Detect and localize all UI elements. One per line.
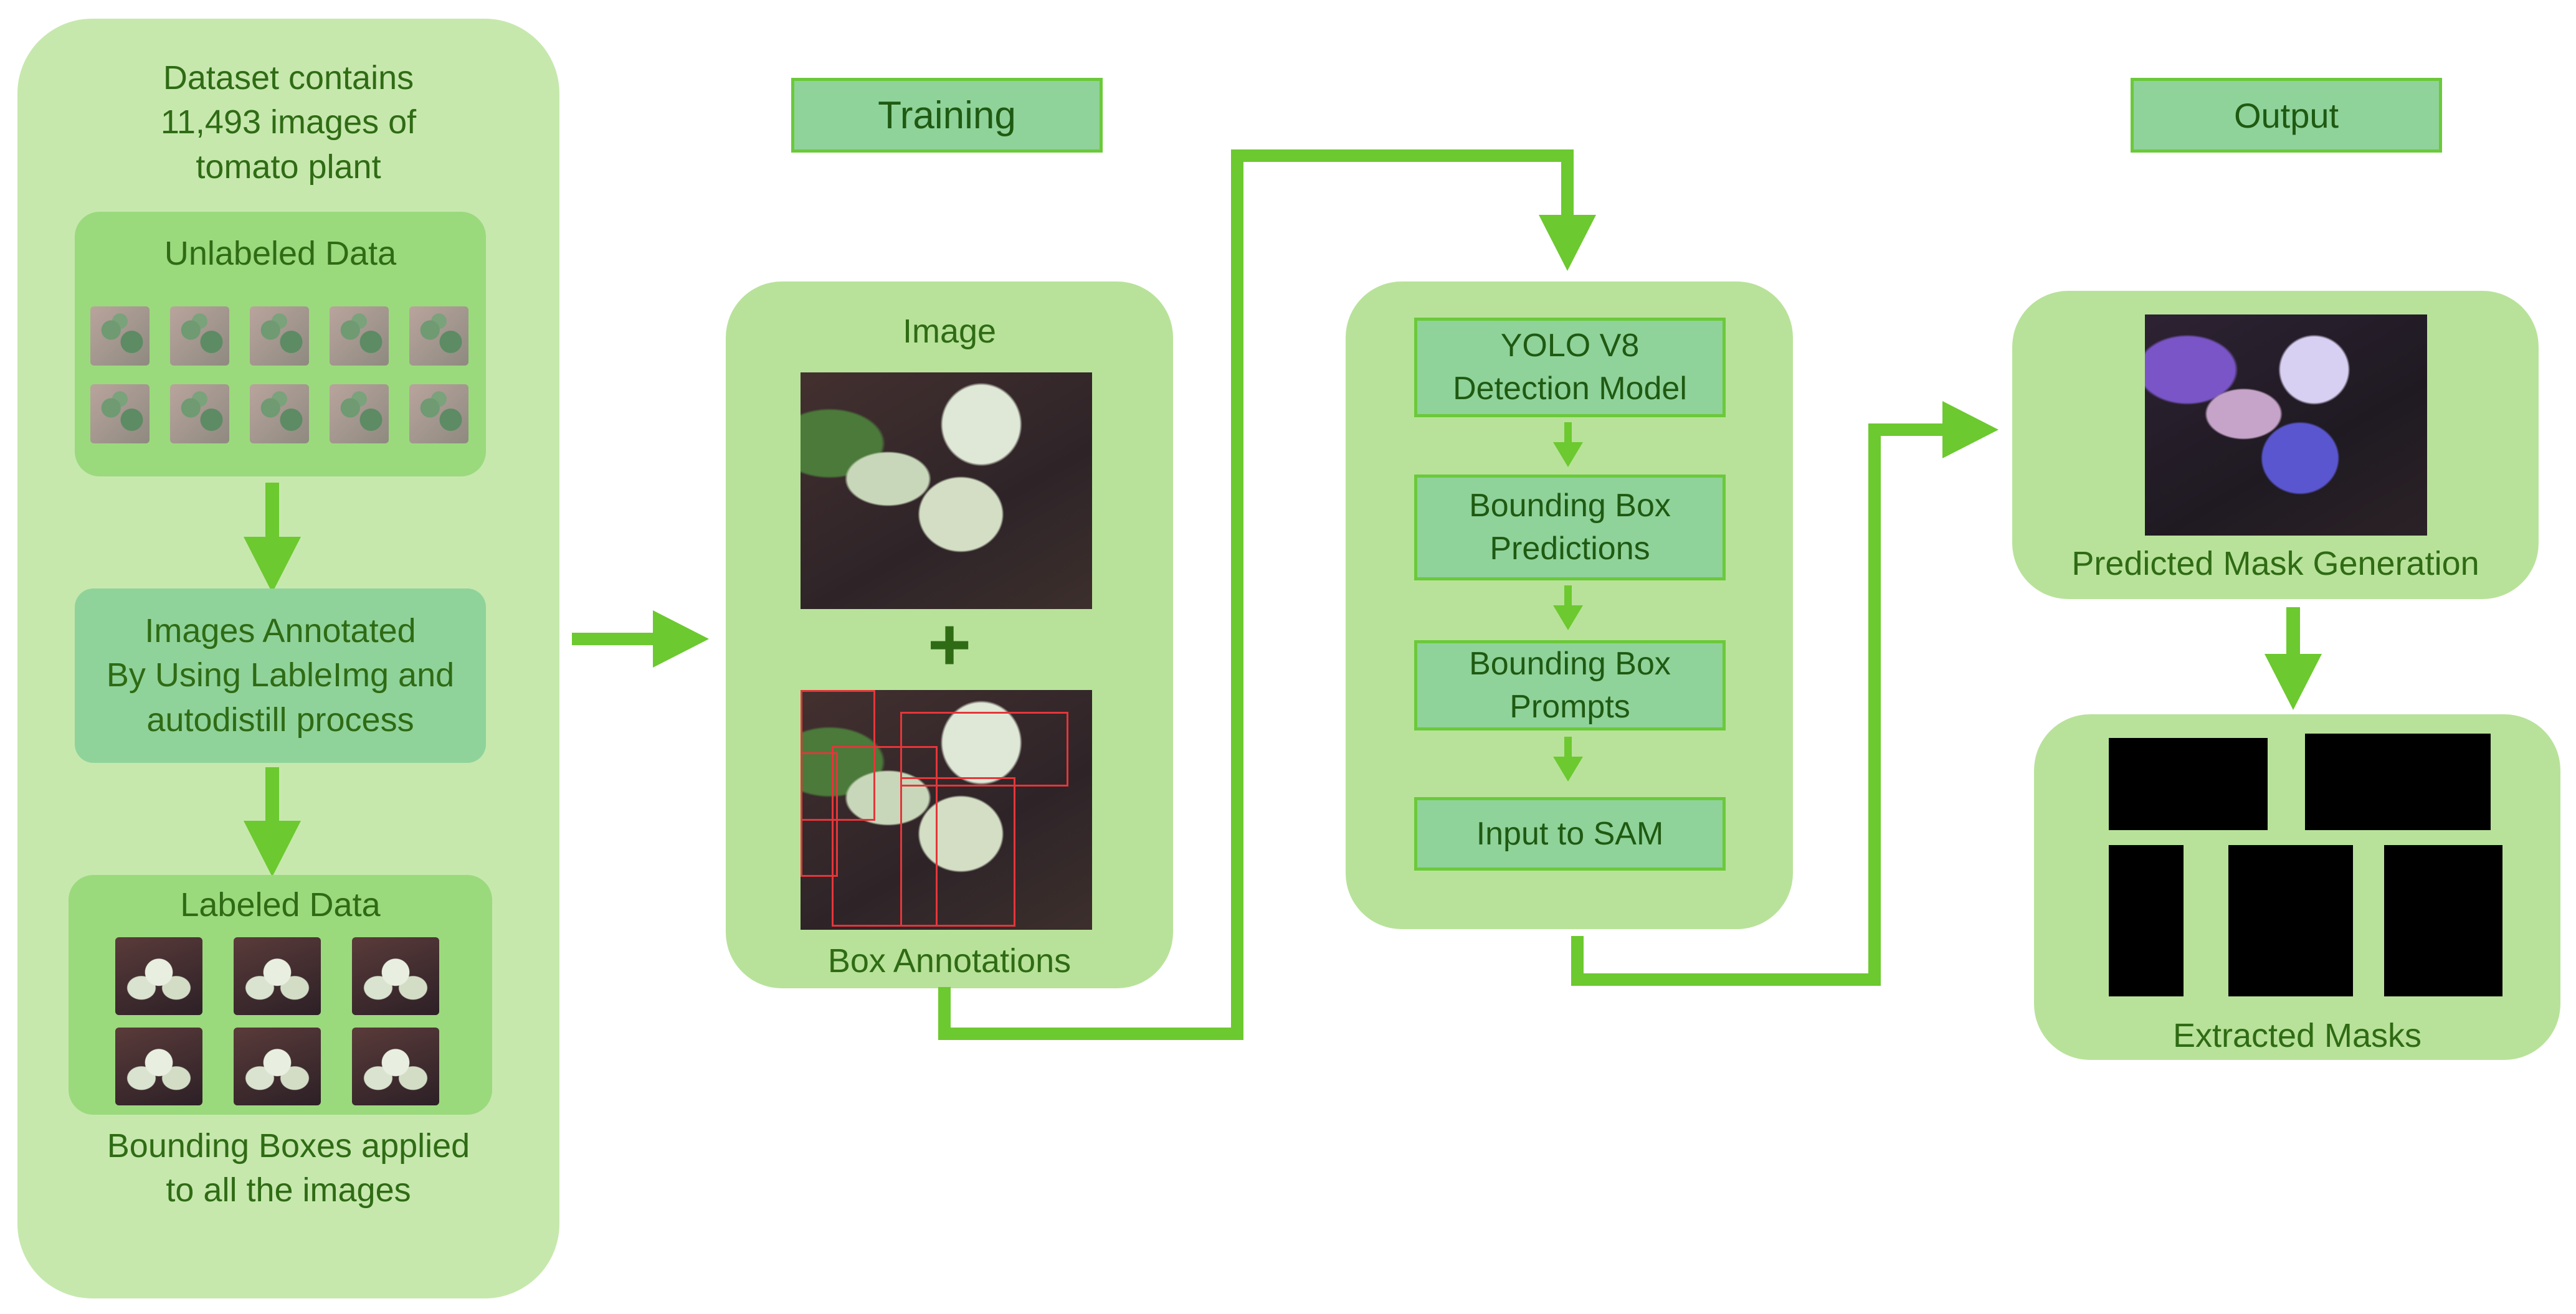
connector-line — [1571, 973, 1881, 986]
sam-box: Input to SAM — [1414, 797, 1726, 871]
mask-thumbnail — [2109, 738, 2268, 830]
labeled-thumbnail — [115, 1028, 202, 1105]
arrow-shaft — [1564, 422, 1572, 447]
mask-thumbnail — [2109, 845, 2184, 996]
labeled-thumbnail — [352, 1028, 439, 1105]
arrow-head — [1553, 757, 1583, 782]
predicted-mask-image — [2145, 314, 2427, 536]
leaf-image — [801, 372, 1092, 609]
unlabeled-thumbnail — [170, 306, 229, 366]
connector-line — [1868, 423, 1956, 436]
plus-sign: + — [927, 603, 972, 686]
connector-line — [1231, 149, 1574, 162]
unlabeled-data-title: Unlabeled Data — [164, 235, 397, 272]
labeled-thumbnail — [234, 937, 321, 1015]
sam-label: Input to SAM — [1476, 815, 1664, 852]
arrow-shaft — [572, 633, 665, 645]
output-header-label: Output — [2233, 95, 2339, 135]
arrow-head — [1553, 442, 1583, 467]
output-header: Output — [2131, 78, 2442, 153]
dataset-description: Dataset contains 11,493 images of tomato… — [160, 59, 417, 186]
arrow-shaft — [265, 767, 279, 830]
unlabeled-thumbnail — [250, 384, 309, 443]
connector-line — [1561, 149, 1574, 218]
arrow-shaft — [1564, 585, 1572, 610]
image-label: Image — [902, 313, 997, 350]
arrow-shaft — [265, 483, 279, 545]
labeled-thumbnail — [115, 937, 202, 1015]
unlabeled-thumbnail — [330, 306, 389, 366]
unlabeled-thumbnail — [330, 384, 389, 443]
mask-thumbnail — [2228, 845, 2353, 996]
training-header: Training — [791, 78, 1103, 153]
bounding-box — [900, 777, 1015, 927]
mask-thumbnail — [2384, 845, 2502, 996]
bounding-box — [900, 712, 1068, 787]
bbox-prompts-label: Bounding Box Prompts — [1469, 645, 1671, 725]
bbox-predictions-label: Bounding Box Predictions — [1469, 488, 1671, 567]
mask-thumbnail — [2305, 734, 2491, 830]
labeled-thumbnail — [234, 1028, 321, 1105]
yolo-label: YOLO V8 Detection Model — [1453, 328, 1687, 407]
bounding-box-description: Bounding Boxes applied to all the images — [107, 1127, 470, 1209]
unlabeled-thumbnail — [250, 306, 309, 366]
annotated-leaf-image — [801, 690, 1092, 930]
bbox-predictions-box: Bounding Box Predictions — [1414, 475, 1726, 580]
arrow-head — [653, 610, 709, 668]
arrow-head — [244, 537, 301, 593]
unlabeled-thumbnail — [409, 384, 468, 443]
annotation-process-box: Images Annotated By Using LableImg and a… — [75, 588, 486, 763]
annotation-process-text: Images Annotated By Using LableImg and a… — [106, 612, 455, 739]
connector-line — [1231, 149, 1243, 1040]
connector-line — [1868, 423, 1881, 986]
labeled-data-title: Labeled Data — [180, 886, 381, 924]
unlabeled-thumbnail — [409, 306, 468, 366]
yolo-box: YOLO V8 Detection Model — [1414, 318, 1726, 417]
bounding-box — [801, 752, 838, 877]
labeled-thumbnail — [352, 937, 439, 1015]
predicted-mask-label: Predicted Mask Generation — [2071, 545, 2479, 582]
connector-line — [938, 1028, 1243, 1040]
arrow-head — [244, 821, 301, 877]
arrow-head — [1942, 401, 1999, 458]
extracted-masks-label: Extracted Masks — [2172, 1017, 2422, 1054]
bounding-box — [832, 746, 938, 927]
arrow-head — [2265, 654, 2322, 710]
unlabeled-thumbnail — [90, 306, 150, 366]
unlabeled-thumbnail — [90, 384, 150, 443]
training-header-label: Training — [878, 93, 1016, 137]
box-annotations-label: Box Annotations — [827, 942, 1072, 980]
arrow-shaft — [2286, 607, 2300, 663]
arrow-head — [1553, 605, 1583, 630]
bbox-prompts-box: Bounding Box Prompts — [1414, 640, 1726, 730]
arrow-shaft — [1564, 737, 1572, 762]
connector-line — [938, 987, 951, 1038]
arrow-head — [1539, 215, 1596, 271]
unlabeled-thumbnail — [170, 384, 229, 443]
